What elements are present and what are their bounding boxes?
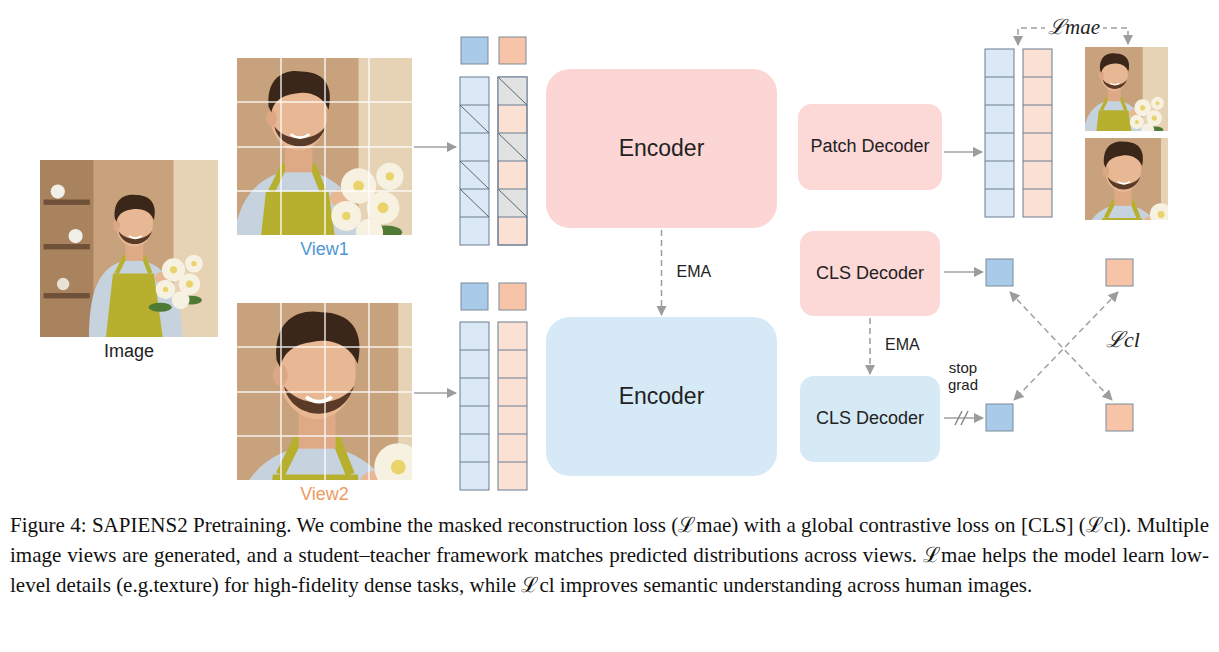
token-dividers [985,77,1052,189]
patch-grid [237,58,412,235]
encoder-box: Encoder [546,317,777,476]
ema-connector [869,318,871,374]
cls-token [499,283,526,310]
node-label: CLS Decoder [816,262,924,285]
cls-output [986,259,1013,286]
flow-arrows [944,271,983,273]
loss-label: ℒcl [1103,327,1143,352]
decoder-box: CLS Decoder [800,376,940,462]
flow-arrows [944,151,982,153]
encoder-box: Encoder [546,69,777,228]
edge-label-slot: EMA [882,336,923,354]
recon-photo [1031,107,1204,280]
flow-arrows [955,411,968,425]
decoder-box: Patch Decoder [798,104,942,190]
label-slot: ℒmae [1038,15,1110,39]
image-caption: View2 [237,484,412,505]
edge-label-slot: EMA [674,263,715,281]
cls-token [499,37,526,64]
label-slot: ℒcl [1098,327,1148,352]
view-node: View1 [237,58,412,235]
image-caption: Image [40,341,218,362]
cls-output [1106,404,1133,431]
label-slot: stop grad [940,359,986,394]
loss-arrows [1010,28,1128,400]
view-photo [154,17,426,289]
node-label: Patch Decoder [810,135,929,158]
source-photo [40,160,218,338]
cls-output [1106,259,1133,286]
note-label: stop grad [940,359,986,394]
view-node: View2 [237,303,412,480]
loss-arrows [1010,292,1112,400]
token-column [498,77,527,245]
flow-arrows [414,392,456,394]
recon-photo [1046,28,1175,157]
mask-marks [460,77,527,217]
image-node: Image [40,160,218,337]
cls-token [461,37,488,64]
edge-label: EMA [882,336,923,354]
token-dividers [460,350,527,462]
node-label: Encoder [619,383,705,410]
patch-grid [237,303,412,480]
token-dividers [460,105,527,217]
caption-block: Figure 4: SAPIENS2 Pretraining. We combi… [10,510,1209,600]
loss-arrows [1014,292,1118,400]
node-label: CLS Decoder [816,407,924,430]
cls-output [986,404,1013,431]
ema-connector [661,230,663,315]
figure-caption: Figure 4: SAPIENS2 Pretraining. We combi… [10,510,1209,600]
view-photo [154,17,426,289]
node-label: Encoder [619,135,705,162]
recon-photo [1046,28,1175,157]
flow-arrows [414,146,456,148]
decoder-box: CLS Decoder [800,231,940,316]
edge-label: EMA [674,263,715,281]
loss-label: ℒmae [1045,15,1103,39]
cls-token [461,283,488,310]
image-caption: View1 [237,239,412,260]
flow-arrows [414,147,983,425]
source-photo [40,160,218,338]
recon-photo [1031,107,1204,280]
loss-arrows [1018,28,1128,45]
